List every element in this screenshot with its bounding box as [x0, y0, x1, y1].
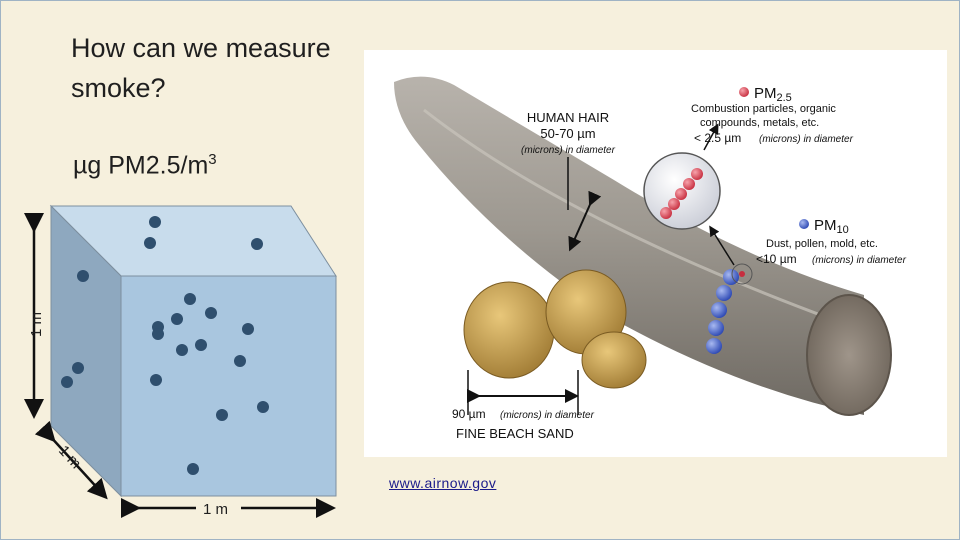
particle [184, 293, 196, 305]
pm25-particle [683, 178, 695, 190]
pm25-scale-dot [739, 271, 745, 277]
width-label: 1 m [203, 501, 228, 518]
particle [176, 344, 188, 356]
particle [149, 216, 161, 228]
pm10-label: PM10 [814, 217, 849, 236]
pm25-note: (microns) in diameter [759, 134, 854, 145]
pm10-leader [709, 225, 735, 266]
particle [187, 463, 199, 475]
particle [72, 362, 84, 374]
hair-strand [394, 76, 864, 416]
pm25-legend-dot [739, 87, 749, 97]
height-label: 1 m [28, 312, 45, 337]
pm25-chain [660, 168, 703, 219]
particle [234, 355, 246, 367]
sand-title: FINE BEACH SAND [456, 426, 574, 441]
pm10-desc: Dust, pollen, mold, etc. [766, 238, 878, 250]
pm25-desc2: compounds, metals, etc. [700, 117, 819, 129]
particle [152, 328, 164, 340]
pm10-inset-circle [731, 263, 753, 285]
particle [205, 307, 217, 319]
units-exponent: 3 [208, 151, 217, 168]
pm25-desc1: Combustion particles, organic [691, 103, 836, 115]
sand-size: 90 µm [452, 407, 486, 421]
depth-arrow [34, 420, 108, 500]
slide-title: How can we measure smoke? [71, 33, 331, 103]
pm10-legend-dot [799, 219, 809, 229]
units-text: µg PM2.5/m [73, 151, 209, 180]
units-label: µg PM2.5/m3 [73, 151, 217, 180]
sand-grain [463, 281, 555, 379]
hair-diameter-arrow [568, 190, 602, 252]
pm25-particle [675, 188, 687, 200]
source-link[interactable]: www.airnow.gov [389, 475, 497, 491]
pm25-leader [703, 123, 719, 151]
pm10-note: (microns) in diameter [812, 255, 907, 266]
hair-title: HUMAN HAIR [527, 110, 609, 125]
hair-cross-section [806, 294, 892, 416]
particle [242, 323, 254, 335]
pm25-particle [668, 198, 680, 210]
pm10-chain [706, 269, 739, 354]
sand-grain [581, 331, 647, 389]
particle [61, 376, 73, 388]
cube-illustration: 1 m 1 m 1 m [24, 204, 337, 518]
particle-size-figure: HUMAN HAIR 50-70 µm (microns) in diamete… [364, 50, 947, 457]
sand-note: (microns) in diameter [500, 410, 595, 421]
particle [144, 237, 156, 249]
pm25-label: PM2.5 [754, 85, 792, 104]
pm10-size: <10 µm [756, 252, 797, 266]
particle [251, 238, 263, 250]
particle [171, 313, 183, 325]
hair-size: 50-70 µm [540, 126, 595, 141]
particle [150, 374, 162, 386]
pm10-particle [716, 285, 732, 301]
hair-note: (microns) in diameter [521, 145, 616, 156]
pm25-particle [691, 168, 703, 180]
pm25-size: < 2.5 µm [694, 131, 741, 145]
particle [216, 409, 228, 421]
particle [257, 401, 269, 413]
pm25-particle [660, 207, 672, 219]
pm10-particle [711, 302, 727, 318]
particle [77, 270, 89, 282]
pm10-particle [708, 320, 724, 336]
particle [195, 339, 207, 351]
pm10-particle [706, 338, 722, 354]
particles [61, 216, 269, 475]
cube-front-face [120, 275, 337, 497]
